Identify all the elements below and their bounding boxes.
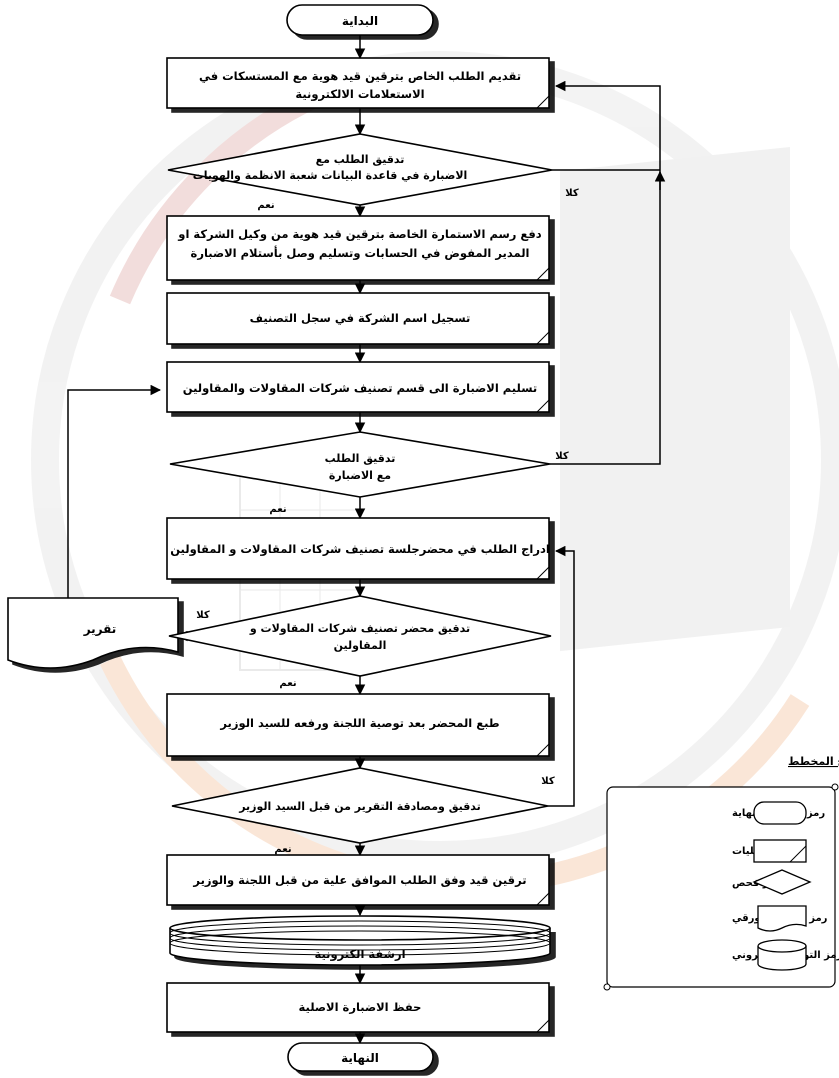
decision-symbol-icon [752, 869, 812, 895]
check4-label: تدقيق ومصادقة التقرير من قبل السيد الوزي… [238, 800, 481, 813]
check3-line2: المقاولين [334, 639, 387, 652]
legend-item-terminator: رمز البداية والنهاية [732, 801, 825, 825]
step1-line1: تقديم الطلب الخاص بترقين قيد هوية مع الم… [199, 69, 521, 84]
report-label: تقرير [83, 622, 117, 636]
process-step-2: دفع رسم الاستمارة الخاصة بترقين قيد هوية… [166, 215, 550, 281]
decision-check-2: تدقيق الطلب مع الاضبارة كلا نعم [169, 431, 569, 515]
start-label: البداية [342, 14, 378, 28]
check2-yes-label: نعم [269, 504, 286, 515]
decision-check-3: تدقيق محضر تصنيف شركات المقاولات و المقا… [168, 595, 552, 689]
check1-line2: الاضبارة في قاعدة البيانات شعبة الانظمة … [193, 169, 468, 182]
process-step-7: ترقين قيد وفق الطلب الموافق علية من قبل … [166, 854, 550, 906]
connectors [67, 35, 666, 1045]
legend-item-process: رمز العمليات [732, 839, 807, 863]
check1-yes-label: نعم [257, 200, 274, 211]
check3-line1: تدقيق محضر تصنيف شركات المقاولات و [249, 622, 470, 635]
archive-label: ارشفة الكترونية [314, 947, 405, 962]
terminator-symbol-icon [753, 801, 807, 825]
process-step-5: ادراج الطلب في محضرجلسة تصنيف شركات المق… [166, 517, 550, 580]
legend-item-document: رمز التوثيق الورقي [732, 905, 828, 932]
process-symbol-icon [753, 839, 807, 863]
process-step-1: تقديم الطلب الخاص بترقين قيد هوية مع الم… [166, 57, 550, 109]
step6-label: طبع المحضر بعد توصية اللجنة ورفعه للسيد … [219, 716, 499, 731]
check2-no-label: كلا [555, 451, 569, 462]
decision-check-1: تدقيق الطلب مع الاضبارة في قاعدة البيانا… [167, 133, 579, 211]
check3-no-label: كلا [196, 610, 210, 621]
step2-line2: المدير المفوض في الحسابات وتسليم وصل بأس… [191, 245, 530, 261]
step5-label: ادراج الطلب في محضرجلسة تصنيف شركات المق… [170, 542, 550, 557]
check4-no-label: كلا [541, 776, 555, 787]
database-symbol-icon [757, 946, 807, 971]
check1-no-label: كلا [565, 188, 579, 199]
legend-item-database: رمز التوثيق الالكتروني [732, 939, 839, 971]
process-step-6: طبع المحضر بعد توصية اللجنة ورفعه للسيد … [166, 693, 550, 757]
step2-line1: دفع رسم الاستمارة الخاصة بترقين قيد هوية… [177, 227, 541, 242]
step8-label: حفظ الاضبارة الاصلية [299, 1000, 422, 1014]
check1-line1: تدقيق الطلب مع [316, 153, 405, 166]
legend-item-decision: رمز فحص [732, 869, 812, 895]
process-step-4: تسليم الاضبارة الى قسم تصنيف شركات المقا… [166, 361, 550, 413]
step3-label: تسجيل اسم الشركة في سجل التصنيف [250, 311, 471, 325]
step4-label: تسليم الاضبارة الى قسم تصنيف شركات المقا… [183, 381, 537, 396]
process-step-8: حفظ الاضبارة الاصلية [166, 982, 550, 1033]
check4-yes-label: نعم [274, 844, 291, 855]
end-label: النهاية [341, 1051, 379, 1065]
decision-check-4: تدقيق ومصادقة التقرير من قبل السيد الوزي… [171, 767, 555, 855]
check2-line2: مع الاضبارة [329, 469, 391, 482]
legend-title: مفاتيح المخطط [788, 755, 839, 768]
start-terminator: البداية [286, 4, 434, 36]
process-step-3: تسجيل اسم الشركة في سجل التصنيف [166, 292, 550, 345]
step1-line2: الاستعلامات الالكترونية [295, 87, 424, 102]
check3-yes-label: نعم [279, 678, 296, 689]
report-document: تقرير [7, 597, 179, 669]
check2-line1: تدقيق الطلب [325, 452, 396, 465]
document-symbol-icon [757, 905, 807, 932]
legend: مفاتيح المخطط رمز البداية والنهاية رمز ا… [603, 755, 839, 991]
step7-label: ترقين قيد وفق الطلب الموافق علية من قبل … [192, 873, 526, 888]
end-terminator: النهاية [287, 1042, 434, 1072]
archive-database: ارشفة الكترونية [169, 915, 551, 966]
